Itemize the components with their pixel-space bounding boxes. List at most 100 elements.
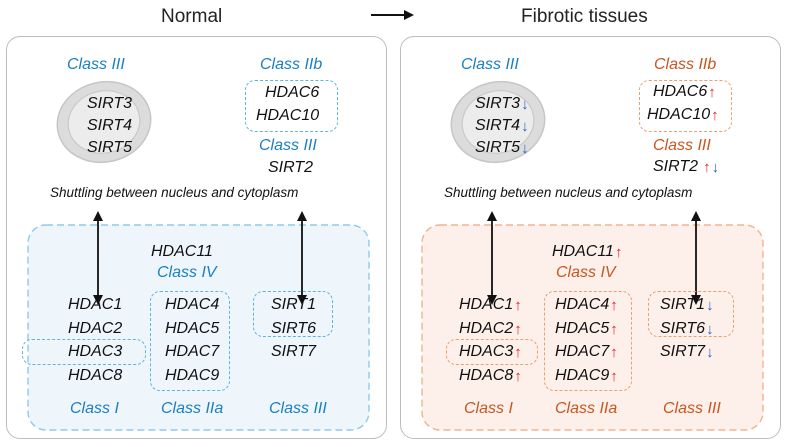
- up-arrow-icon: ↑: [708, 83, 716, 101]
- fibrotic-class-iv-label: Class IV: [556, 264, 616, 281]
- fibrotic-mito-class-label: Class III: [461, 56, 519, 73]
- down-arrow-icon: ↓: [706, 343, 714, 361]
- fibrotic-hdac1-row: HDAC1↑: [459, 297, 522, 313]
- normal-title: Normal: [161, 6, 223, 27]
- fibrotic-hdac6-row: HDAC6↑: [653, 84, 716, 100]
- up-arrow-icon: ↑: [610, 367, 618, 385]
- normal-mito-class-label: Class III: [67, 56, 125, 73]
- fibrotic-sirt3: SIRT3: [475, 95, 521, 112]
- normal-sirt-box: [253, 291, 333, 337]
- fibrotic-sirt3-row: SIRT3↓: [475, 96, 529, 112]
- fibrotic-hdac7-row: HDAC7↑: [555, 344, 618, 360]
- normal-hdac4: HDAC4: [165, 296, 220, 313]
- normal-class-iib-label: Class IIb: [260, 56, 323, 73]
- normal-class-iii-cyto-label: Class III: [259, 137, 317, 154]
- fibrotic-class-iii-cyto-label: Class III: [653, 137, 711, 154]
- fibrotic-sirt6-row: SIRT6↓: [660, 321, 714, 337]
- fibrotic-class-iib-label: Class IIb: [654, 56, 717, 73]
- fibrotic-sirt5: SIRT5: [475, 139, 521, 156]
- normal-hdac9: HDAC9: [165, 367, 220, 384]
- normal-hdac5: HDAC5: [165, 320, 220, 337]
- down-arrow-icon: ↓: [521, 139, 529, 157]
- fibrotic-sirt7: SIRT7: [660, 343, 706, 360]
- normal-sirt3: SIRT3: [87, 95, 133, 112]
- fibrotic-hdac8-row: HDAC8↑: [459, 368, 522, 384]
- fibrotic-hdac10-row: HDAC10↑: [647, 107, 719, 123]
- fibrotic-hdac3: HDAC3: [459, 343, 514, 360]
- normal-hdac8: HDAC8: [68, 367, 123, 384]
- normal-hdac3-box: [22, 339, 146, 365]
- up-arrow-icon: ↑: [514, 343, 522, 361]
- fibrotic-graphics: [421, 80, 764, 431]
- normal-graphics: [27, 80, 370, 431]
- fibrotic-iia-box: [544, 291, 632, 391]
- down-arrow-icon: ↓: [711, 158, 720, 176]
- up-arrow-icon: ↑: [703, 158, 711, 176]
- fibrotic-title: Fibrotic tissues: [521, 6, 648, 27]
- down-arrow-icon: ↓: [521, 117, 529, 135]
- fibrotic-hdac8: HDAC8: [459, 367, 514, 384]
- normal-class-iia-label: Class IIa: [161, 400, 224, 417]
- fibrotic-hdac9: HDAC9: [555, 367, 610, 384]
- fibrotic-hdac11: HDAC11: [552, 243, 614, 260]
- normal-hdac10: HDAC10: [256, 107, 320, 124]
- normal-sirt4: SIRT4: [87, 117, 133, 134]
- normal-sirt2: SIRT2: [268, 159, 314, 176]
- fibrotic-hdac3-box: [446, 339, 538, 365]
- up-arrow-icon: ↑: [610, 296, 618, 314]
- fibrotic-sirt4: SIRT4: [475, 117, 521, 134]
- up-arrow-icon: ↑: [514, 296, 522, 314]
- fibrotic-iib-box: [639, 80, 732, 132]
- up-arrow-icon: ↑: [610, 343, 618, 361]
- fibrotic-hdac3-row: HDAC3↑: [459, 344, 522, 360]
- up-arrow-icon: ↑: [711, 106, 719, 124]
- down-arrow-icon: ↓: [706, 320, 714, 338]
- normal-class-i-label: Class I: [70, 400, 119, 417]
- normal-class-iii-nuc-label: Class III: [269, 400, 327, 417]
- normal-sirt7: SIRT7: [271, 343, 317, 360]
- fibrotic-sirt4-row: SIRT4↓: [475, 118, 529, 134]
- normal-sirt5: SIRT5: [87, 139, 133, 156]
- fibrotic-sirt7-row: SIRT7↓: [660, 344, 714, 360]
- up-arrow-icon: ↑: [614, 243, 623, 261]
- normal-hdac7: HDAC7: [165, 343, 220, 360]
- normal-class-iv-label: Class IV: [157, 264, 217, 281]
- fibrotic-sirt1: SIRT1: [660, 296, 706, 313]
- fibrotic-hdac2-row: HDAC2↑: [459, 321, 522, 337]
- fibrotic-sirt2: SIRT2: [653, 158, 699, 175]
- normal-iia-box: [150, 291, 230, 391]
- normal-shuttling-text: Shuttling between nucleus and cytoplasm: [50, 185, 299, 200]
- fibrotic-hdac5-row: HDAC5↑: [555, 321, 618, 337]
- fibrotic-hdac10: HDAC10: [647, 106, 711, 123]
- normal-hdac11: HDAC11: [151, 243, 213, 260]
- fibrotic-sirt2-row: SIRT2↑↓: [653, 159, 719, 175]
- normal-sirt6: SIRT6: [271, 320, 317, 337]
- fibrotic-hdac7: HDAC7: [555, 343, 610, 360]
- fibrotic-sirt-box: [648, 291, 734, 337]
- normal-sirt1: SIRT1: [271, 296, 317, 313]
- normal-hdac3: HDAC3: [68, 343, 123, 360]
- normal-panel: Class III SIRT3 SIRT4 SIRT5 Class IIb HD…: [6, 36, 387, 439]
- normal-hdac2: HDAC2: [68, 320, 123, 337]
- fibrotic-sirt5-row: SIRT5↓: [475, 140, 529, 156]
- up-arrow-icon: ↑: [610, 320, 618, 338]
- fibrotic-sirt6: SIRT6: [660, 320, 706, 337]
- fibrotic-hdac4: HDAC4: [555, 296, 610, 313]
- fibrotic-hdac4-row: HDAC4↑: [555, 297, 618, 313]
- fibrotic-class-iii-nuc-label: Class III: [663, 400, 721, 417]
- fibrotic-hdac6: HDAC6: [653, 83, 708, 100]
- up-arrow-icon: ↑: [514, 367, 522, 385]
- fibrotic-hdac5: HDAC5: [555, 320, 610, 337]
- fibrotic-hdac11-row: HDAC11↑: [552, 244, 622, 260]
- fibrotic-hdac2: HDAC2: [459, 320, 514, 337]
- fibrotic-shuttling-text: Shuttling between nucleus and cytoplasm: [444, 185, 693, 200]
- normal-hdac1: HDAC1: [68, 296, 123, 313]
- up-arrow-icon: ↑: [514, 320, 522, 338]
- fibrotic-hdac9-row: HDAC9↑: [555, 368, 618, 384]
- fibrotic-class-iia-label: Class IIa: [555, 400, 618, 417]
- fibrotic-class-i-label: Class I: [464, 400, 513, 417]
- down-arrow-icon: ↓: [521, 95, 529, 113]
- fibrotic-hdac1: HDAC1: [459, 296, 514, 313]
- normal-hdac6: HDAC6: [265, 84, 320, 101]
- down-arrow-icon: ↓: [706, 296, 714, 314]
